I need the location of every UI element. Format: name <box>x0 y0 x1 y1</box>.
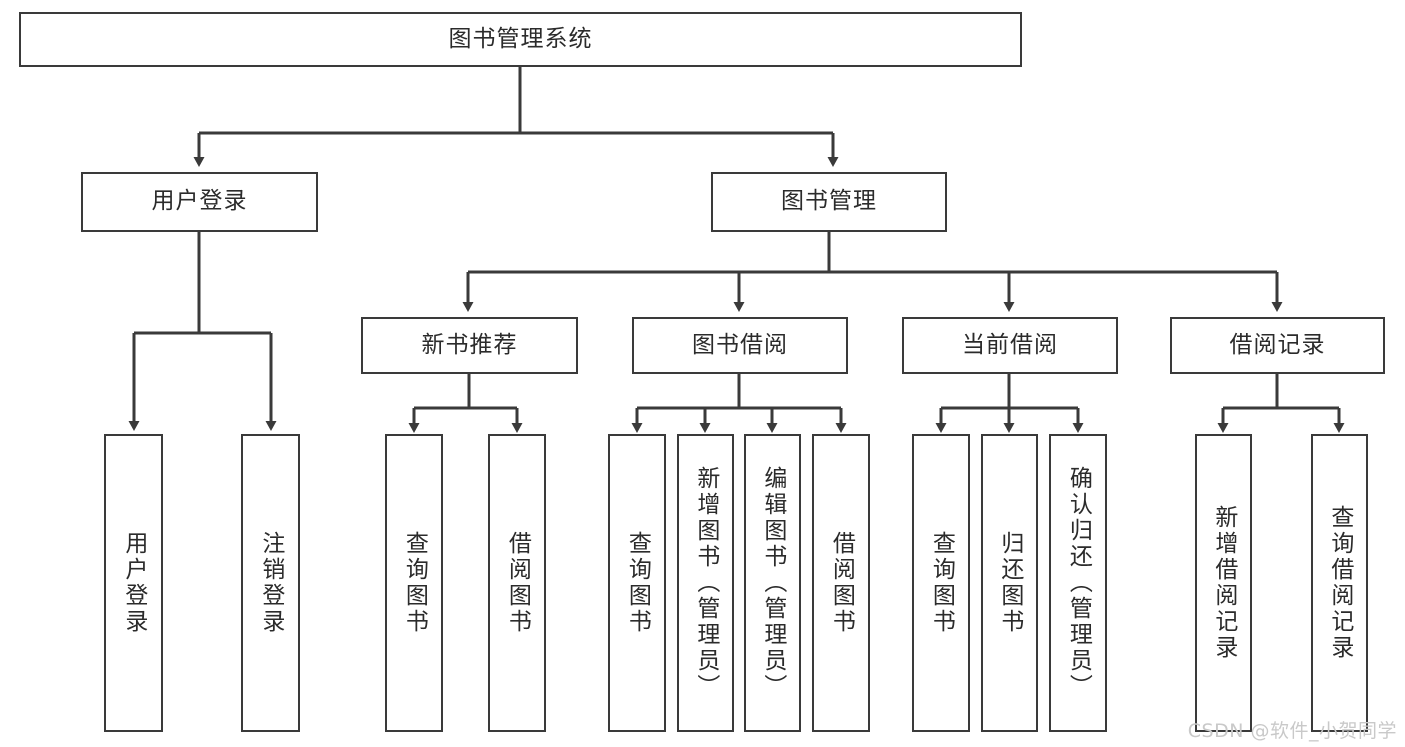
node-leaf-edit-book[interactable]: 编辑图书（管理员） <box>744 434 801 732</box>
node-leaf-confirm-return[interactable]: 确认归还（管理员） <box>1049 434 1107 732</box>
node-new-book-rec[interactable]: 新书推荐 <box>361 317 578 374</box>
node-leaf-user-login[interactable]: 用户登录 <box>104 434 163 732</box>
node-current-borrow[interactable]: 当前借阅 <box>902 317 1118 374</box>
node-book-borrow[interactable]: 图书借阅 <box>632 317 848 374</box>
node-borrow-record[interactable]: 借阅记录 <box>1170 317 1385 374</box>
node-user-login[interactable]: 用户登录 <box>81 172 318 232</box>
node-leaf-logout[interactable]: 注销登录 <box>241 434 300 732</box>
node-leaf-return-book[interactable]: 归还图书 <box>981 434 1038 732</box>
node-leaf-query-book-2[interactable]: 查询图书 <box>608 434 666 732</box>
node-leaf-borrow-book-1[interactable]: 借阅图书 <box>488 434 546 732</box>
node-leaf-query-book-1[interactable]: 查询图书 <box>385 434 443 732</box>
watermark: CSDN @软件_小贺同学 <box>1187 720 1397 742</box>
node-leaf-query-record[interactable]: 查询借阅记录 <box>1311 434 1368 732</box>
node-book-manage[interactable]: 图书管理 <box>711 172 947 232</box>
node-leaf-add-record[interactable]: 新增借阅记录 <box>1195 434 1252 732</box>
node-leaf-borrow-book-2[interactable]: 借阅图书 <box>812 434 870 732</box>
node-leaf-query-book-3[interactable]: 查询图书 <box>912 434 970 732</box>
node-leaf-add-book[interactable]: 新增图书（管理员） <box>677 434 734 732</box>
node-root[interactable]: 图书管理系统 <box>19 12 1022 67</box>
